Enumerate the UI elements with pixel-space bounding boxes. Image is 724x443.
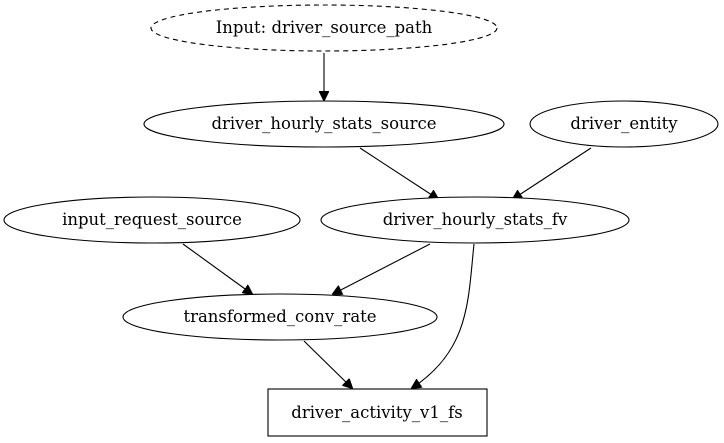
node-input-path-label: Input: driver_source_path (216, 18, 433, 37)
node-activity-fs-label: driver_activity_v1_fs (291, 403, 462, 422)
node-hourly-fv[interactable]: driver_hourly_stats_fv (320, 196, 630, 244)
edge-hourly-fv-to-transformed-conv-rate (333, 243, 431, 294)
node-input-request-source-label: input_request_source (62, 210, 242, 229)
node-driver-entity[interactable]: driver_entity (529, 100, 719, 148)
node-hourly-fv-label: driver_hourly_stats_fv (383, 210, 568, 229)
node-activity-fs[interactable]: driver_activity_v1_fs (267, 388, 488, 437)
node-transformed-conv-rate-label: transformed_conv_rate (183, 307, 376, 326)
node-driver-entity-label: driver_entity (570, 114, 678, 133)
node-hourly-source-label: driver_hourly_stats_source (211, 114, 436, 133)
node-hourly-source[interactable]: driver_hourly_stats_source (143, 100, 505, 148)
edge-transformed-conv-rate-to-activity-fs (303, 340, 352, 388)
edge-input-request-source-to-transformed-conv-rate (182, 243, 252, 294)
edge-hourly-fv-to-activity-fs (412, 243, 475, 388)
node-transformed-conv-rate[interactable]: transformed_conv_rate (122, 293, 438, 341)
edge-driver-entity-to-hourly-fv (513, 147, 592, 199)
edges (182, 53, 592, 388)
node-input-request-source[interactable]: input_request_source (3, 196, 301, 244)
node-input-path[interactable]: Input: driver_source_path (150, 4, 498, 52)
edge-hourly-source-to-hourly-fv (359, 147, 438, 199)
